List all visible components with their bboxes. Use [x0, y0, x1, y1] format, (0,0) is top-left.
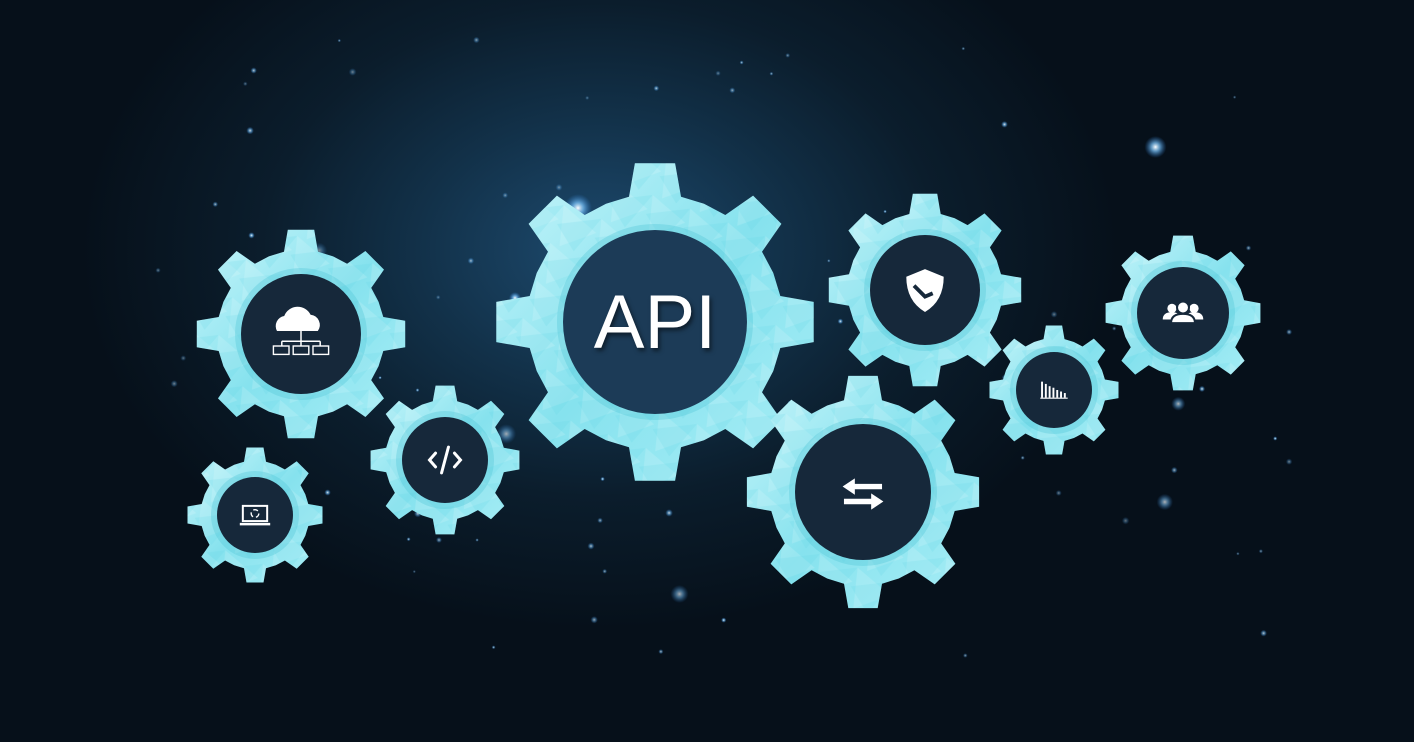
cloud-network-icon — [272, 306, 330, 356]
bar-chart-icon — [1040, 381, 1068, 399]
gear-security — [828, 193, 1022, 387]
code-icon — [427, 445, 463, 475]
gear-analytics — [989, 325, 1119, 455]
gear-exchange — [746, 375, 980, 609]
exchange-arrows-icon — [842, 478, 884, 510]
gear-hub — [217, 477, 293, 553]
gear-hub — [563, 230, 747, 414]
gear-users — [1105, 235, 1261, 391]
gear-laptop-sync — [187, 447, 323, 583]
users-group-icon — [1162, 300, 1204, 325]
api-label: API — [594, 280, 717, 365]
shield-icon — [906, 269, 944, 312]
gear-api: API — [496, 163, 814, 481]
gear-hub — [795, 424, 931, 560]
gear-cloud-network — [196, 229, 406, 439]
gear-code — [370, 385, 520, 535]
